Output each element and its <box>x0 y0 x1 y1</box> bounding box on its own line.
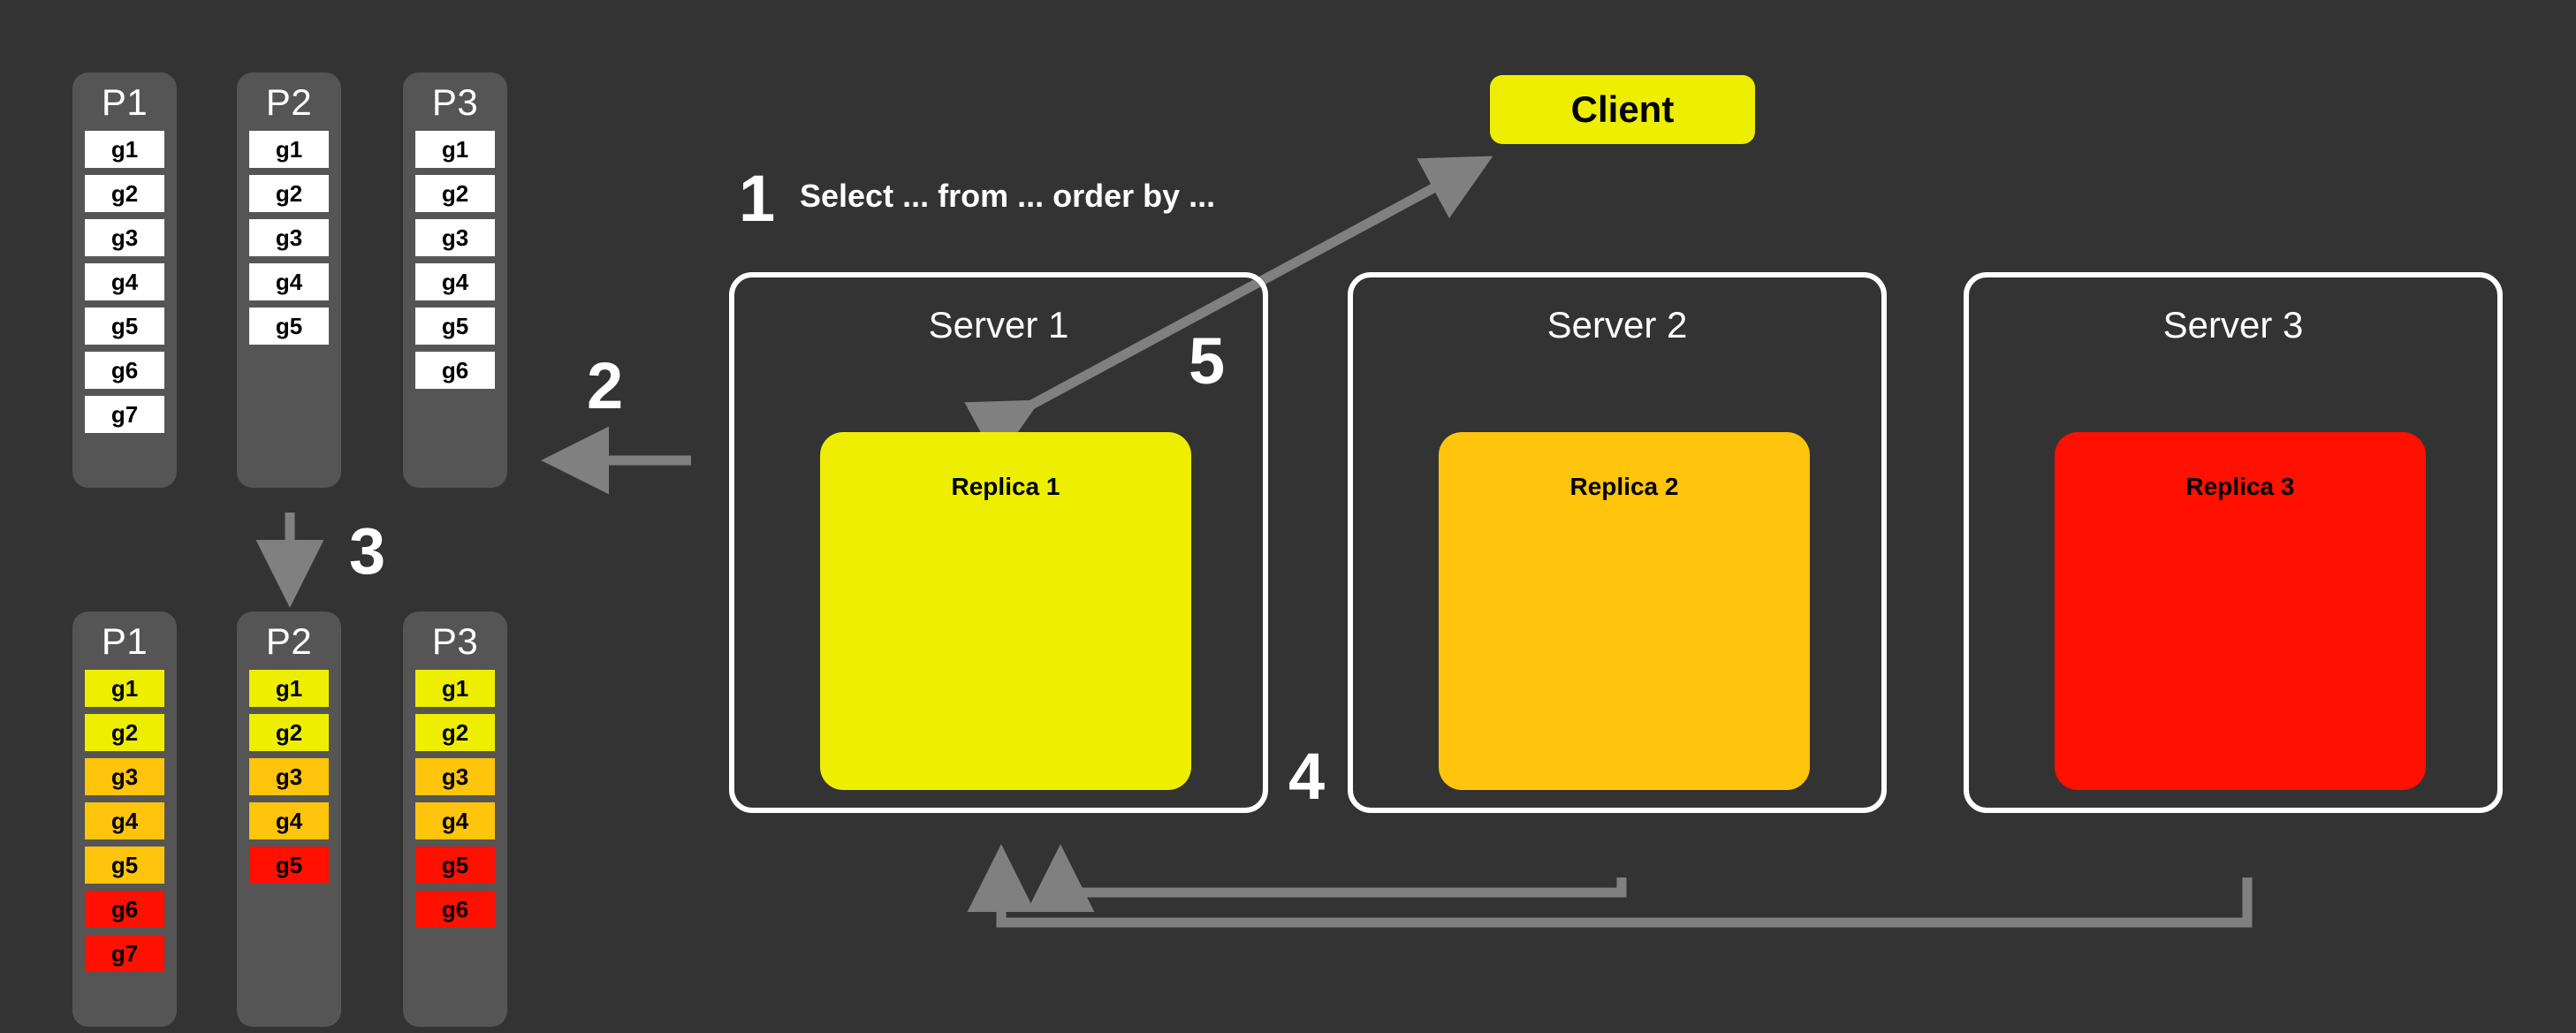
partition-cell: g3 <box>249 758 329 795</box>
partition-cell: g4 <box>85 263 164 300</box>
partition-cell: g7 <box>85 396 164 433</box>
partition-cell: g6 <box>85 891 164 928</box>
step-number-3: 3 <box>349 514 386 588</box>
replica-2-box[interactable]: Replica 2 <box>1439 432 1810 790</box>
partition-cell: g1 <box>85 670 164 707</box>
partition-title: P1 <box>101 620 148 662</box>
partition-cell: g1 <box>415 131 495 168</box>
partition-title: P3 <box>431 81 479 123</box>
partition-cell: g3 <box>415 758 495 795</box>
partition-cell: g5 <box>249 308 329 345</box>
partition-cell: g2 <box>249 175 329 212</box>
step-number-1: 1 <box>739 162 776 235</box>
replica-label: Replica 3 <box>2185 473 2295 500</box>
server-2-frame[interactable]: Server 2 Replica 2 <box>1348 272 1887 813</box>
partition-column-p2-after: P2 g1 g2 g3 g4 g5 <box>237 611 341 1027</box>
partition-cell: g3 <box>415 219 495 256</box>
client-box[interactable]: Client <box>1490 75 1755 144</box>
partition-cell: g4 <box>415 802 495 839</box>
step-number-4: 4 <box>1288 740 1326 813</box>
partition-title: P2 <box>265 620 313 662</box>
partition-cell: g2 <box>415 175 495 212</box>
partition-cell: g4 <box>415 263 495 300</box>
partition-title: P2 <box>265 81 313 123</box>
partition-column-p2-before: P2 g1 g2 g3 g4 g5 <box>237 72 341 488</box>
partition-cell: g6 <box>415 891 495 928</box>
step-number-2: 2 <box>587 349 624 422</box>
partition-cell: g6 <box>85 352 164 389</box>
replica-label: Replica 1 <box>951 473 1060 500</box>
partition-cell: g3 <box>85 758 164 795</box>
partition-cell: g3 <box>249 219 329 256</box>
partition-cell: g4 <box>85 802 164 839</box>
step-number-5: 5 <box>1189 324 1226 398</box>
server-1-frame[interactable]: Server 1 Replica 1 <box>729 272 1268 813</box>
server-title: Server 1 <box>928 304 1069 346</box>
partition-column-p1-after: P1 g1 g2 g3 g4 g5 g6 g7 <box>72 611 177 1027</box>
partition-cell: g1 <box>85 131 164 168</box>
partition-column-p1-before: P1 g1 g2 g3 g4 g5 g6 g7 <box>72 72 177 488</box>
step-1-query-text: Select ... from ... order by ... <box>800 178 1216 214</box>
partition-cell: g2 <box>85 714 164 751</box>
server-title: Server 2 <box>1546 304 1688 346</box>
partition-cell: g6 <box>415 352 495 389</box>
server-3-frame[interactable]: Server 3 Replica 3 <box>1964 272 2503 813</box>
partition-cell: g1 <box>415 670 495 707</box>
partition-cells: g1 g2 g3 g4 g5 g6 <box>415 670 495 935</box>
partition-cells: g1 g2 g3 g4 g5 g6 <box>415 131 495 396</box>
partition-cell: g5 <box>415 847 495 884</box>
partition-cell: g1 <box>249 131 329 168</box>
partition-cell: g2 <box>249 714 329 751</box>
partition-cell: g2 <box>415 714 495 751</box>
partition-cells: g1 g2 g3 g4 g5 <box>249 670 329 891</box>
client-label: Client <box>1570 88 1675 130</box>
replica-label: Replica 2 <box>1569 473 1679 500</box>
replica-3-box[interactable]: Replica 3 <box>2055 432 2426 790</box>
partition-column-p3-before: P3 g1 g2 g3 g4 g5 g6 <box>403 72 507 488</box>
partition-cell: g4 <box>249 263 329 300</box>
partition-cell: g2 <box>85 175 164 212</box>
partition-cell: g5 <box>85 847 164 884</box>
partition-cell: g1 <box>249 670 329 707</box>
partition-cell: g5 <box>249 847 329 884</box>
partition-cell: g4 <box>249 802 329 839</box>
partition-title: P3 <box>431 620 479 662</box>
partition-title: P1 <box>101 81 148 123</box>
partition-column-p3-after: P3 g1 g2 g3 g4 g5 g6 <box>403 611 507 1027</box>
replica-1-box[interactable]: Replica 1 <box>820 432 1191 790</box>
partition-cell: g5 <box>415 308 495 345</box>
arrow-step-4-outer <box>967 844 2253 928</box>
arrow-step-4-inner <box>1026 844 1627 913</box>
partition-cells: g1 g2 g3 g4 g5 <box>249 131 329 352</box>
partition-cell: g5 <box>85 308 164 345</box>
partition-cells: g1 g2 g3 g4 g5 g6 g7 <box>85 131 164 440</box>
partition-cell: g7 <box>85 935 164 972</box>
partition-cells: g1 g2 g3 g4 g5 g6 g7 <box>85 670 164 979</box>
server-title: Server 3 <box>2162 304 2304 346</box>
partition-cell: g3 <box>85 219 164 256</box>
